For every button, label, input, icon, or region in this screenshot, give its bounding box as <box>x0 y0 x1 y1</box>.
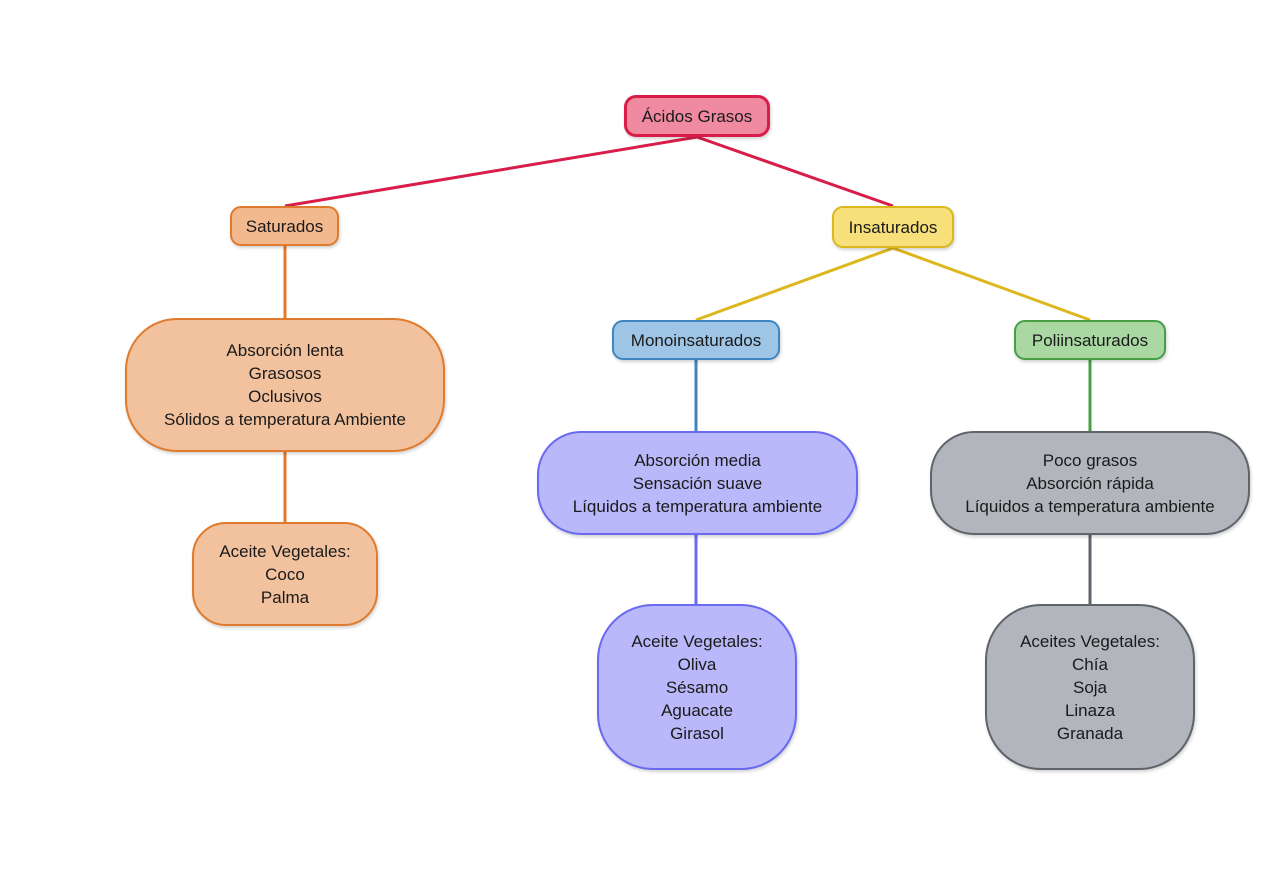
node-text-line: Coco <box>265 564 305 584</box>
node-text-line: Grasosos <box>248 364 322 383</box>
node-text-line: Girasol <box>670 723 724 743</box>
node-text-line: Palma <box>260 587 310 607</box>
node-text-line: Absorción rápida <box>1026 473 1154 493</box>
node-text-line: Sólidos a temperatura Ambiente <box>164 410 406 429</box>
node-text-line: Oliva <box>677 654 717 674</box>
edge-insaturados-mono <box>695 246 894 322</box>
node-text-line: Líquidos a temperatura ambiente <box>572 496 823 516</box>
node-text-line: Chía <box>1072 654 1108 674</box>
edge-insaturados-poli <box>892 246 1091 322</box>
node-text-line: Poliinsaturados <box>1031 330 1149 350</box>
node-monoinsaturados: Monoinsaturados <box>612 320 780 360</box>
edge-root-insaturados <box>696 135 894 208</box>
node-text-line: Líquidos a temperatura ambiente <box>965 496 1215 516</box>
node-text-line: Sensación suave <box>632 473 763 493</box>
node-poliinsaturados: Poliinsaturados <box>1014 320 1166 360</box>
node-text-line: Oclusivos <box>248 387 322 406</box>
node-text-line: Ácidos Grasos <box>641 106 753 126</box>
node-insaturados: Insaturados <box>832 206 954 248</box>
node-text-line: Insaturados <box>848 217 938 237</box>
node-text-line: Soja <box>1072 677 1108 697</box>
node-text-line: Linaza <box>1064 700 1116 720</box>
node-text-line: Aceites Vegetales: <box>1020 631 1160 651</box>
node-text-line: Absorción lenta <box>226 341 344 360</box>
node-text-line: Aguacate <box>661 700 733 720</box>
node-text-line: Absorción media <box>634 450 761 470</box>
node-text-line: Saturados <box>245 216 324 236</box>
node-saturados: Saturados <box>230 206 339 246</box>
edge-root-saturados <box>284 135 698 208</box>
node-acidos-grasos: Ácidos Grasos <box>624 95 770 137</box>
node-text-line: Monoinsaturados <box>630 330 762 350</box>
node-text-line: Granada <box>1056 723 1124 743</box>
node-text-line: Poco grasos <box>1042 450 1138 470</box>
node-text-line: Sésamo <box>665 677 729 697</box>
node-text-line: Aceite Vegetales: <box>219 541 351 561</box>
node-text-line: Aceite Vegetales: <box>631 631 763 651</box>
